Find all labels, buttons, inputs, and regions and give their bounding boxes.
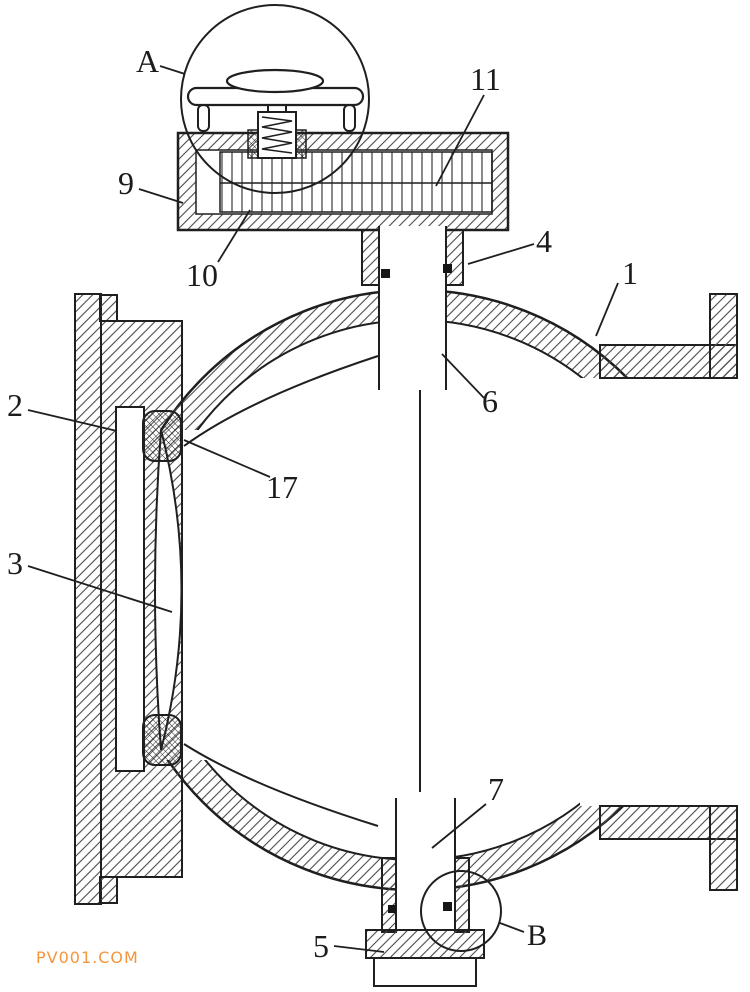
- leader-6: [441, 353, 485, 399]
- leader-2: [27, 409, 118, 432]
- ball-surface: [183, 355, 379, 827]
- label-a: A: [136, 43, 159, 79]
- gear-rack: [219, 151, 493, 213]
- label-5: 5: [313, 928, 329, 964]
- packing-seal-bottom-right: [443, 902, 452, 911]
- label-3: 3: [7, 545, 23, 581]
- leader-lines: [27, 65, 619, 953]
- reference-labels: A 11 9 10 4 1 6 2 17 3 7 B 5: [7, 43, 638, 964]
- detail-circle-a: [180, 4, 370, 194]
- lower-stem: [365, 792, 485, 987]
- leader-7: [431, 803, 487, 849]
- spring-coil: [261, 116, 293, 154]
- seal-ring-lower: [142, 714, 182, 766]
- bottom-flange-plate: [365, 929, 485, 959]
- watermark: PV001.COM: [36, 948, 139, 967]
- leader-10: [217, 209, 251, 263]
- label-4: 4: [536, 223, 552, 259]
- leader-a: [159, 65, 186, 75]
- right-flange: [599, 293, 738, 891]
- detail-circle-b: [420, 870, 502, 952]
- leader-4: [467, 243, 535, 265]
- left-flange-back-plate: [74, 293, 102, 905]
- leader-1: [595, 282, 619, 337]
- leader-5: [333, 945, 385, 953]
- leader-11: [435, 94, 485, 187]
- seal-ring-upper: [142, 410, 182, 462]
- label-9: 9: [118, 165, 134, 201]
- label-1: 1: [622, 255, 638, 291]
- upper-stem: [361, 226, 464, 390]
- right-bore-opening: [580, 378, 750, 806]
- bottom-end-cap: [373, 957, 477, 987]
- gearbox-housing: [176, 131, 510, 232]
- label-17: 17: [266, 469, 298, 505]
- label-7: 7: [488, 771, 504, 807]
- packing-seal-bottom-left: [388, 905, 396, 913]
- label-b: B: [527, 919, 547, 952]
- label-6: 6: [482, 383, 498, 419]
- packing-seal-left: [381, 269, 390, 278]
- packing-seal-right: [443, 264, 452, 273]
- leader-17: [183, 439, 271, 478]
- label-10: 10: [186, 257, 218, 293]
- spring-gland: [247, 111, 307, 159]
- handwheel: [186, 68, 365, 132]
- label-11: 11: [470, 61, 501, 97]
- label-2: 2: [7, 387, 23, 423]
- leader-3: [27, 565, 173, 613]
- leader-b: [499, 922, 525, 933]
- valve-seat-channel: [115, 406, 145, 772]
- leader-9: [138, 188, 184, 204]
